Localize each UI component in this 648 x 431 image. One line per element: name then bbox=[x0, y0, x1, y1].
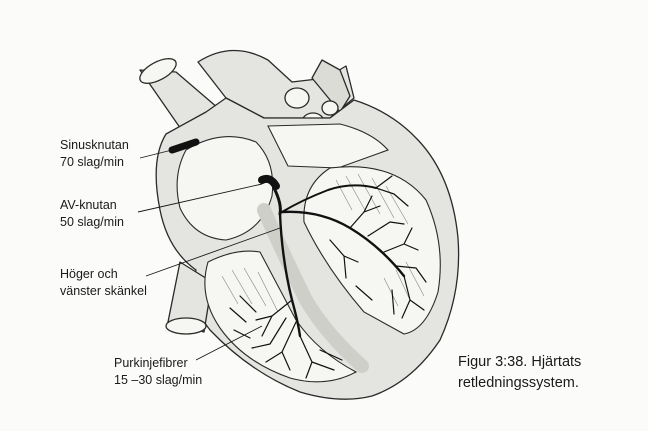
left-atrium bbox=[267, 123, 389, 169]
figure-caption: Figur 3:38. Hjärtats retledningssystem. bbox=[458, 352, 581, 394]
label-purkinje-name: Purkinjefibrer bbox=[114, 356, 188, 370]
right-ventricle bbox=[204, 250, 358, 383]
label-bundle-branches-line1: Höger och bbox=[60, 267, 118, 281]
leader-sa-node bbox=[139, 149, 173, 159]
right-atrium bbox=[176, 136, 274, 241]
label-sa-node: Sinusknutan 70 slag/min bbox=[60, 137, 129, 171]
label-purkinje-rate: 15 –30 slag/min bbox=[114, 373, 203, 387]
label-bundle-branches: Höger och vänster skänkel bbox=[60, 266, 147, 300]
caption-line1: Figur 3:38. Hjärtats bbox=[458, 354, 582, 370]
vessel-opening-1 bbox=[284, 87, 310, 109]
label-av-node-name: AV-knutan bbox=[60, 198, 117, 212]
leader-av-node bbox=[137, 183, 263, 213]
label-sa-node-rate: 70 slag/min bbox=[60, 155, 124, 169]
caption-line2: retledningssystem. bbox=[458, 375, 579, 391]
sa-node bbox=[168, 138, 200, 154]
vessel-opening-3 bbox=[321, 100, 339, 116]
bundle-of-his bbox=[272, 186, 282, 216]
label-av-node: AV-knutan 50 slag/min bbox=[60, 197, 124, 231]
interventricular-septum bbox=[257, 203, 369, 373]
label-sa-node-name: Sinusknutan bbox=[60, 138, 129, 152]
vena-cava-opening bbox=[139, 58, 177, 84]
purkinje-fibers-right bbox=[229, 295, 343, 379]
conduction-system bbox=[168, 138, 427, 379]
leader-bundle-branches bbox=[145, 227, 281, 277]
label-bundle-branches-line2: vänster skänkel bbox=[60, 284, 147, 298]
inferior-vena-cava bbox=[167, 261, 213, 333]
leader-purkinje bbox=[195, 325, 263, 361]
purkinje-fibers-left bbox=[329, 175, 427, 319]
label-av-node-rate: 50 slag/min bbox=[60, 215, 124, 229]
label-purkinje: Purkinjefibrer 15 –30 slag/min bbox=[114, 355, 202, 389]
av-node bbox=[258, 174, 280, 190]
